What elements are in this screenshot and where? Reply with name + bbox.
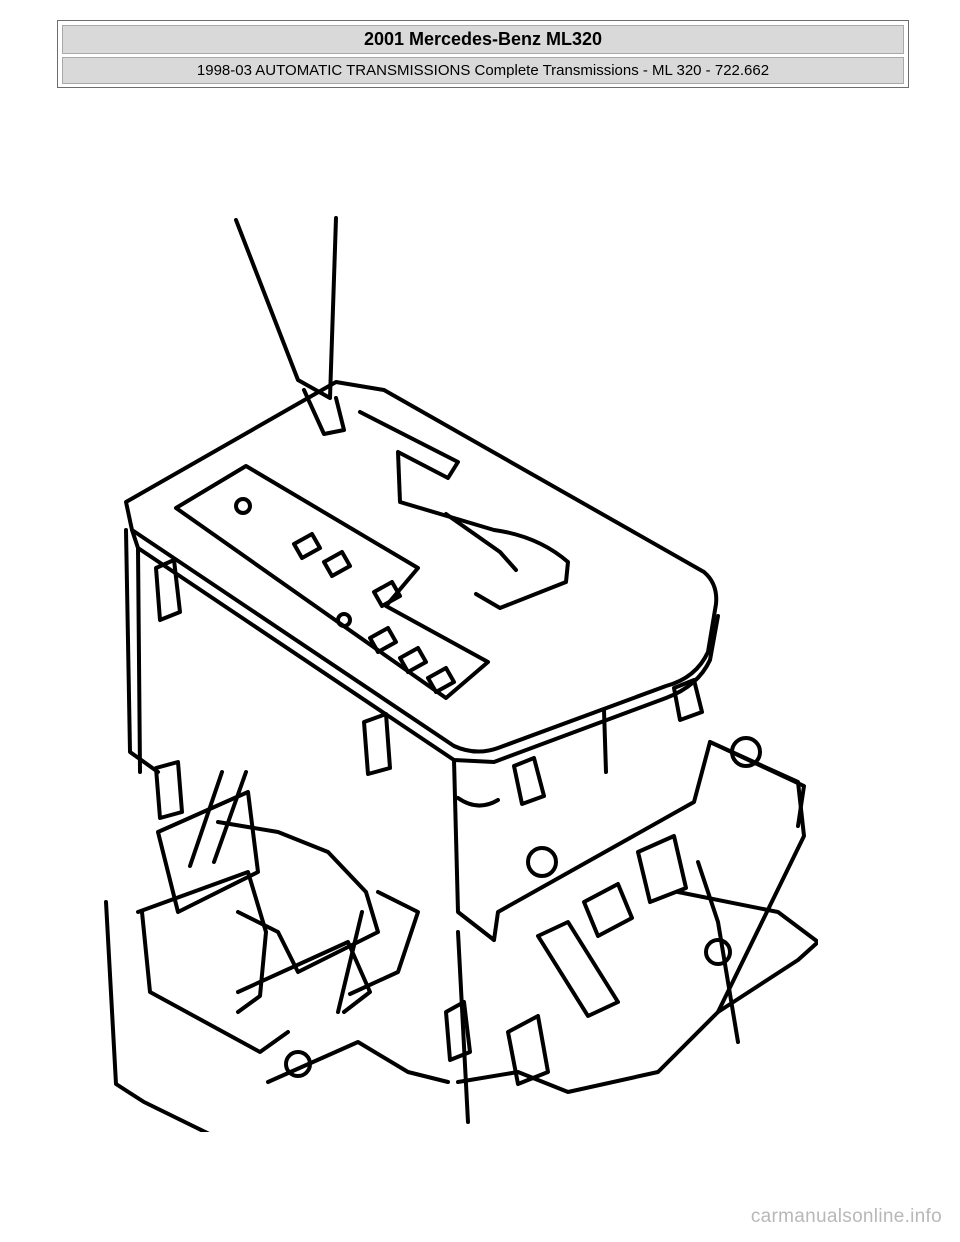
document-title: 2001 Mercedes-Benz ML320	[62, 25, 904, 54]
watermark: carmanualsonline.info	[750, 1206, 942, 1227]
gear-indicators	[234, 497, 456, 694]
document-subtitle: 1998-03 AUTOMATIC TRANSMISSIONS Complete…	[62, 57, 904, 84]
selector-lever-illustration	[98, 212, 818, 1132]
park-lock-solenoid	[104, 770, 450, 1132]
base-frame	[444, 736, 818, 1124]
document-header: 2001 Mercedes-Benz ML320 1998-03 AUTOMAT…	[57, 20, 909, 88]
shifter-cover	[124, 380, 720, 764]
shifter-housing	[124, 528, 704, 942]
shift-lever	[234, 216, 346, 436]
